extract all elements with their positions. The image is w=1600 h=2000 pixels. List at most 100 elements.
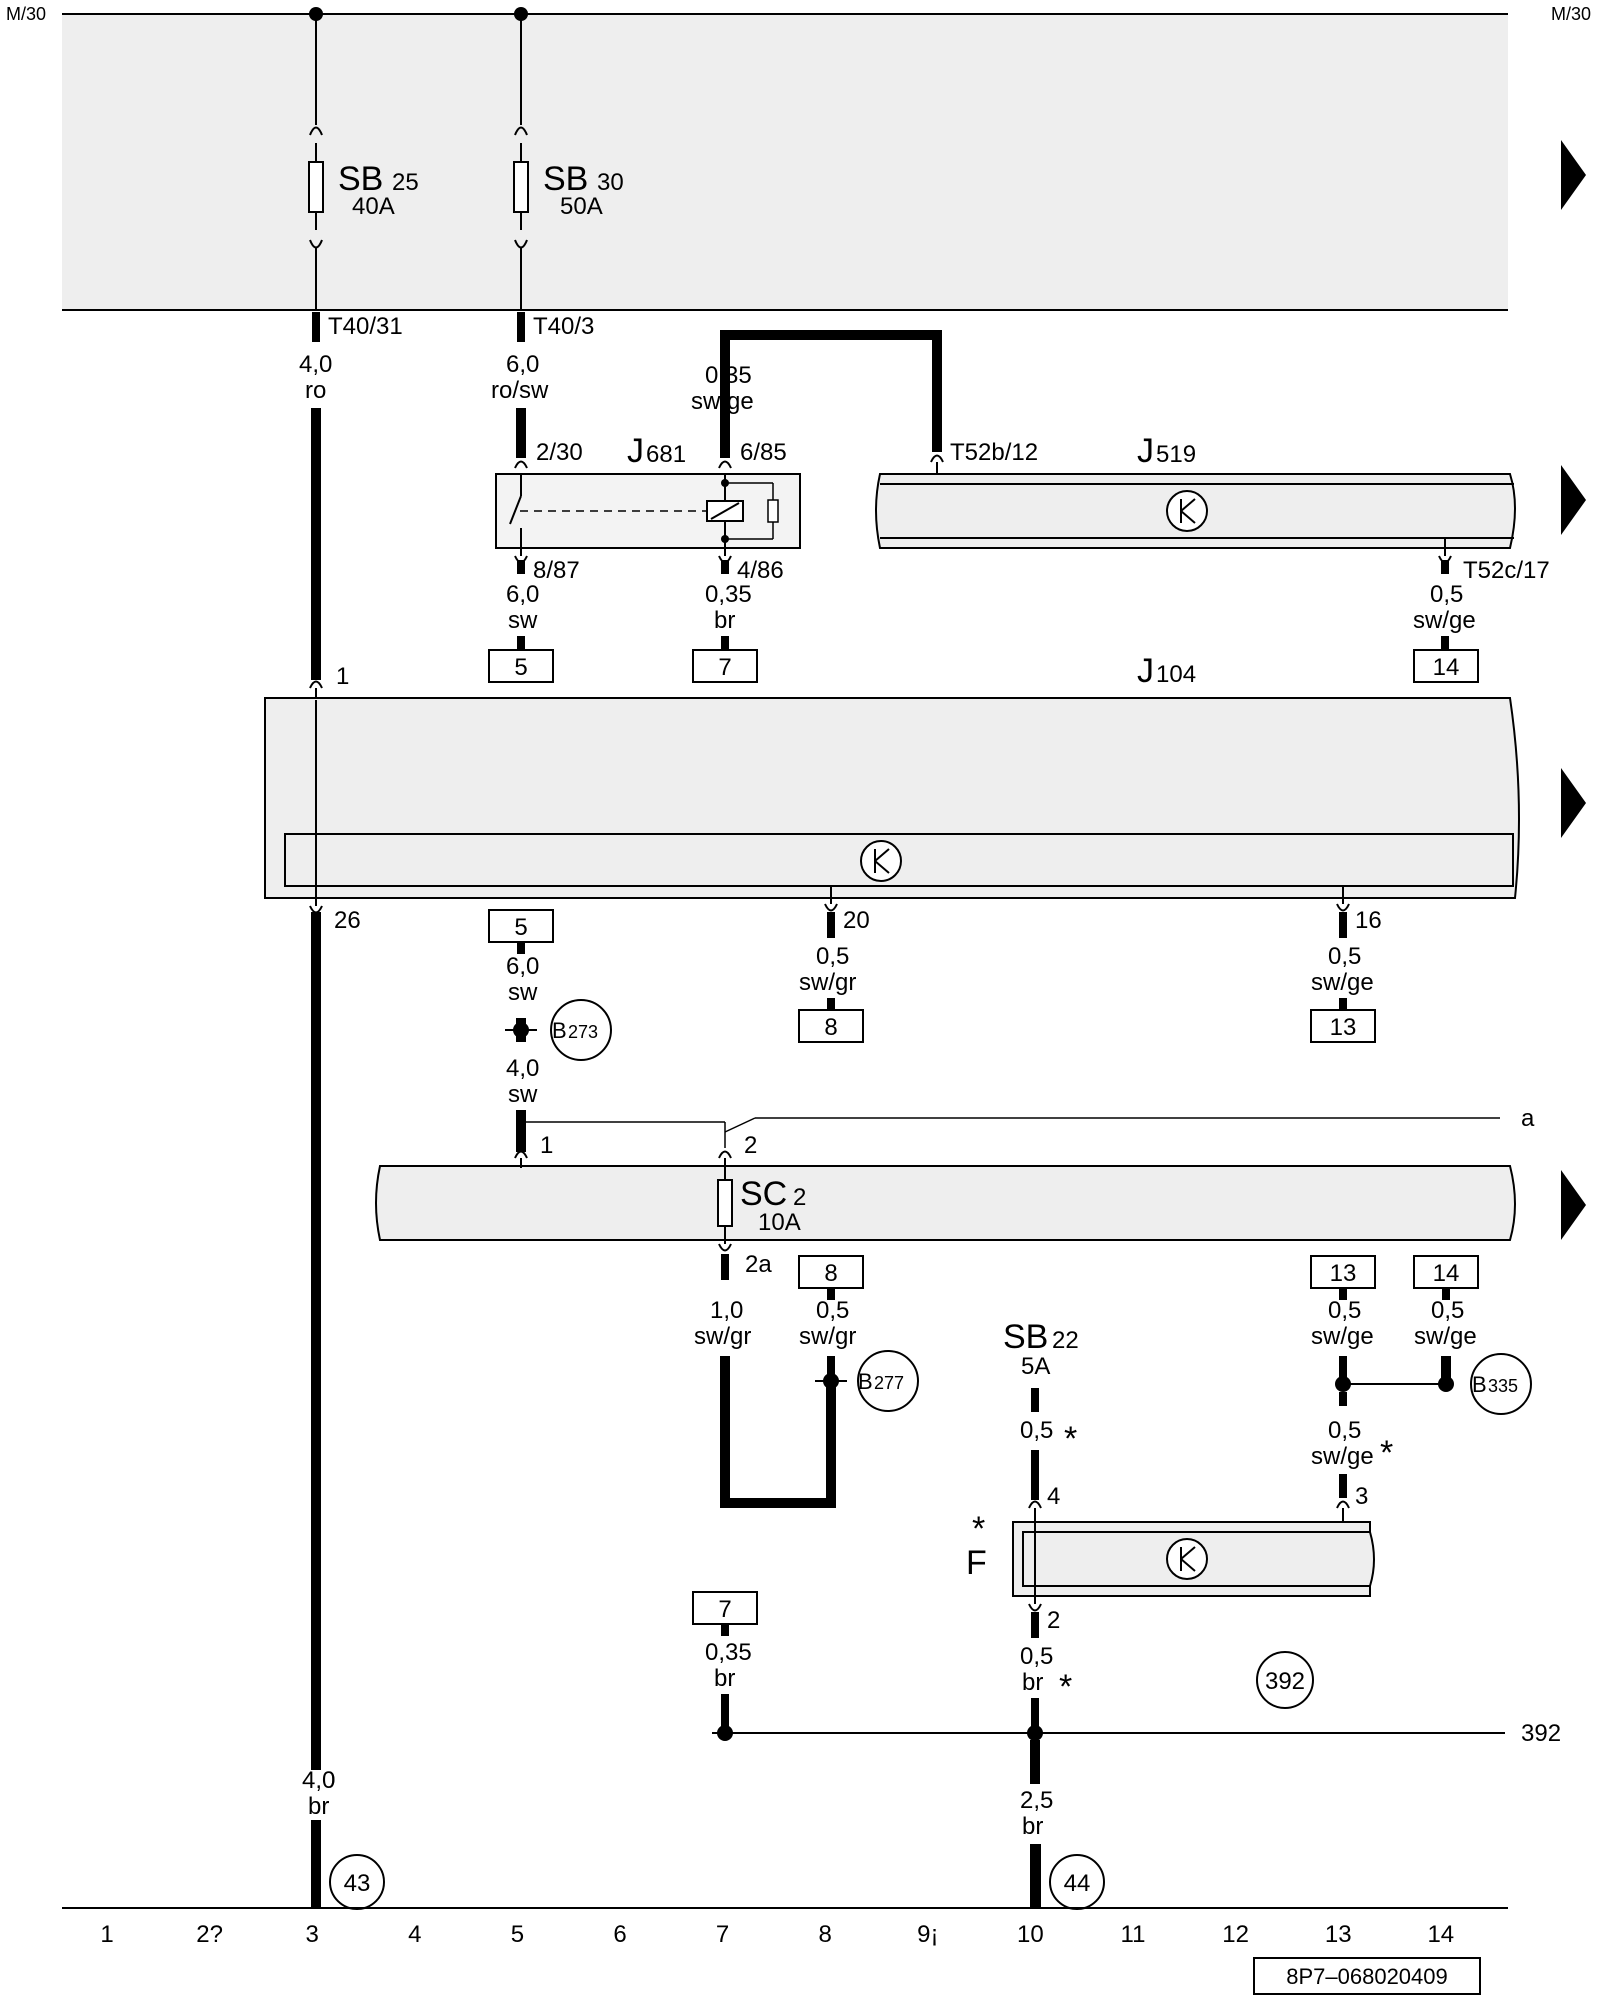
fuse-sb22-sub: 22	[1052, 1327, 1079, 1354]
refbox-8-mid	[798, 1009, 864, 1043]
circled-ref-392	[1256, 1651, 1314, 1709]
svg-text:*: *	[1064, 1420, 1077, 1458]
refbox-14-top	[1413, 649, 1479, 683]
column-number: 13	[1325, 1921, 1352, 1948]
svg-text:B: B	[552, 1018, 567, 1043]
wire-c5-top-color: ro/sw	[491, 377, 549, 404]
svg-text:*: *	[1380, 1434, 1393, 1472]
wire-p20-color: sw/gr	[799, 969, 856, 996]
fuse-carrier-sc	[375, 1165, 1516, 1241]
column-number: 11	[1121, 1921, 1146, 1948]
rail-label-right: M/30	[1551, 4, 1591, 24]
fuse-sc2	[717, 1179, 733, 1227]
svg-text:4,0: 4,0	[302, 1767, 335, 1794]
f-pin-3: 3	[1355, 1483, 1368, 1510]
conn-t40-3: T40/3	[533, 313, 594, 340]
fuse-sb25-sub: 25	[392, 169, 419, 196]
wire-8-87-color: sw	[508, 607, 538, 634]
doc-id-box	[1253, 1957, 1481, 1995]
wire-p16-size: 0,5	[1328, 943, 1361, 970]
ground-point-b277	[857, 1350, 919, 1412]
column-number: 4	[408, 1921, 421, 1948]
fuse-carrier-panel	[62, 14, 1508, 310]
j104-sub: 104	[1156, 661, 1196, 688]
continuation-arrow-2	[1561, 465, 1586, 535]
fuse-sb30-sub: 30	[597, 169, 624, 196]
refbox-5-top	[488, 649, 554, 683]
wire-c8-low-color: sw/gr	[799, 1323, 856, 1350]
wire-c7-low-size: 0,35	[705, 1639, 752, 1666]
column-number: 3	[306, 1921, 319, 1948]
sc-pin-2: 2	[744, 1132, 757, 1159]
wire-c3-top-color: ro	[305, 377, 326, 404]
wire-c14-low-color: sw/ge	[1414, 1323, 1477, 1350]
wire-c10-bot-color: br	[1022, 1813, 1043, 1840]
conn-t52b-12: T52b/12	[950, 439, 1038, 466]
wire-c14-low-size: 0,5	[1431, 1297, 1464, 1324]
conn-pin-26: 26	[334, 907, 361, 934]
fuse-sb22-label: SB	[1003, 1318, 1048, 1356]
svg-text:13: 13	[1330, 1014, 1357, 1041]
wire-j681-in-color: sw/ge	[691, 388, 754, 415]
conn-t52c-17: T52c/17	[1463, 557, 1550, 584]
wire-col3-lower	[311, 912, 321, 1908]
fuse-sc2-label: SC	[740, 1175, 787, 1213]
ground-point-b273	[550, 999, 612, 1061]
continuation-arrow-3	[1561, 768, 1586, 838]
wire-j681-j519	[720, 330, 942, 340]
wire-c5-b-size: 4,0	[506, 1055, 539, 1082]
conn-pin-16: 16	[1355, 907, 1382, 934]
wire-col10-ground	[1030, 1844, 1041, 1908]
svg-text:5: 5	[514, 654, 527, 681]
conn-8-87: 8/87	[533, 557, 580, 584]
wire-4-86-color: br	[714, 607, 735, 634]
fuse-sb30-label: SB	[543, 160, 588, 198]
svg-text:7: 7	[718, 654, 731, 681]
svg-text:335: 335	[1488, 1376, 1518, 1396]
column-number: 14	[1427, 1921, 1454, 1948]
refbox-13-mid	[1310, 1009, 1376, 1043]
wire-col5-lower	[516, 1110, 526, 1152]
wire-f2-color: br	[1022, 1669, 1043, 1696]
conn-pin-1: 1	[336, 663, 349, 690]
f-pin-4: 4	[1047, 1483, 1060, 1510]
sc-pin-2a: 2a	[745, 1251, 772, 1278]
wire-c10-bot-size: 2,5	[1020, 1787, 1053, 1814]
wire-c5-mid-size: 6,0	[506, 953, 539, 980]
fuse-sb25-amp: 40A	[352, 193, 395, 220]
svg-text:44: 44	[1064, 1870, 1091, 1897]
wire-p16-color: sw/ge	[1311, 969, 1374, 996]
wire-c7-low-color: br	[714, 1665, 735, 1692]
conn-2-30: 2/30	[536, 439, 583, 466]
j104-label: J	[1137, 652, 1154, 690]
svg-text:br: br	[308, 1793, 329, 1820]
svg-text:392: 392	[1265, 1668, 1305, 1695]
f-transistor-icon	[1166, 1538, 1208, 1580]
wire-p20-size: 0,5	[816, 943, 849, 970]
svg-text:5: 5	[514, 914, 527, 941]
svg-text:273: 273	[568, 1022, 598, 1042]
wire-f3-color: sw/ge	[1311, 1443, 1374, 1470]
j681-label: J	[627, 432, 644, 470]
column-number: 8	[819, 1921, 832, 1948]
wire-t52c-color: sw/ge	[1413, 607, 1476, 634]
svg-text:43: 43	[344, 1870, 371, 1897]
conn-4-86: 4/86	[737, 557, 784, 584]
sc-pin-1: 1	[540, 1132, 553, 1159]
wire-2a-loop	[720, 1498, 836, 1508]
fuse-sb30-amp: 50A	[560, 193, 603, 220]
column-number: 12	[1222, 1921, 1249, 1948]
continuation-arrow-1	[1561, 140, 1586, 210]
svg-text:14: 14	[1433, 654, 1460, 681]
j519-sub: 519	[1156, 441, 1196, 468]
wire-f3-size: 0,5	[1328, 1417, 1361, 1444]
ground-point-b335	[1470, 1353, 1532, 1415]
svg-text:7: 7	[718, 1596, 731, 1623]
rail-label-left: M/30	[6, 4, 46, 24]
line-label-392: 392	[1521, 1720, 1561, 1747]
f-label: F	[966, 1544, 987, 1582]
f-pin-2: 2	[1047, 1607, 1060, 1634]
wire-t52c-size: 0,5	[1430, 581, 1463, 608]
